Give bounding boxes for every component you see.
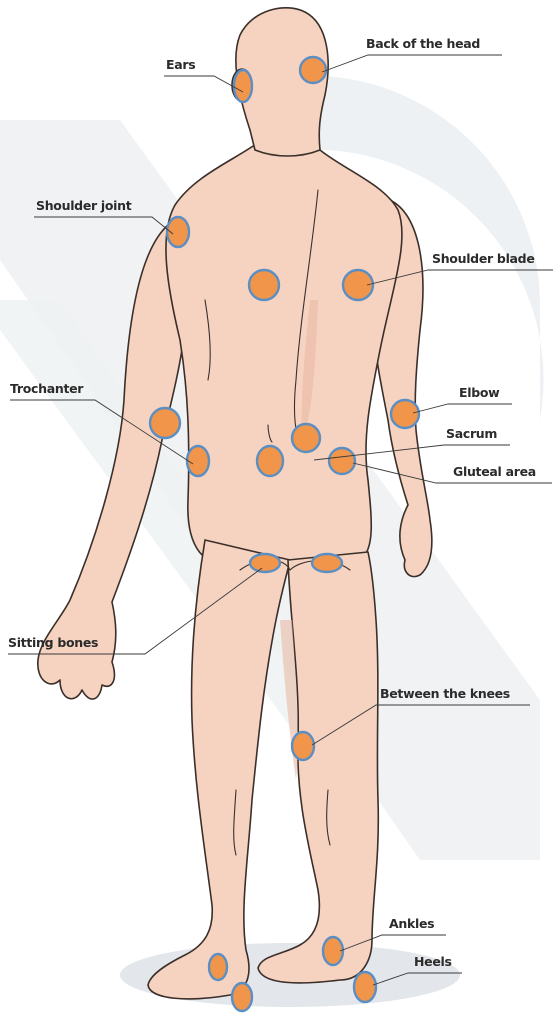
label-shoulder-joint: Shoulder joint — [36, 198, 132, 213]
label-ankles: Ankles — [389, 916, 434, 931]
spot-ears — [234, 70, 252, 102]
spot-gluteal-area — [329, 448, 355, 474]
spot-sacrum — [292, 424, 320, 452]
label-ears: Ears — [166, 57, 195, 72]
spot-heels — [354, 972, 376, 1002]
label-sacrum: Sacrum — [446, 426, 497, 441]
spot-elbow — [391, 400, 419, 428]
spot-ankle-left — [209, 954, 227, 980]
label-sitting-bones: Sitting bones — [8, 635, 98, 650]
spot-trochanter — [187, 446, 209, 476]
spot-sitting-bone-right — [312, 554, 342, 572]
spot-back-of-head — [300, 57, 326, 83]
label-trochanter: Trochanter — [10, 381, 84, 396]
label-heels: Heels — [414, 954, 452, 969]
spot-hip-center — [257, 446, 283, 476]
spot-heel-left — [232, 983, 252, 1011]
spot-upper-arm-left — [150, 408, 180, 438]
spot-sitting-bone-left — [250, 554, 280, 572]
label-back-of-head: Back of the head — [366, 36, 480, 51]
label-gluteal-area: Gluteal area — [453, 464, 536, 479]
label-elbow: Elbow — [459, 385, 500, 400]
spot-upper-back-left — [249, 270, 279, 300]
label-shoulder-blade: Shoulder blade — [432, 251, 535, 266]
label-between-knees: Between the knees — [380, 686, 510, 701]
spot-between-knees — [292, 732, 314, 760]
